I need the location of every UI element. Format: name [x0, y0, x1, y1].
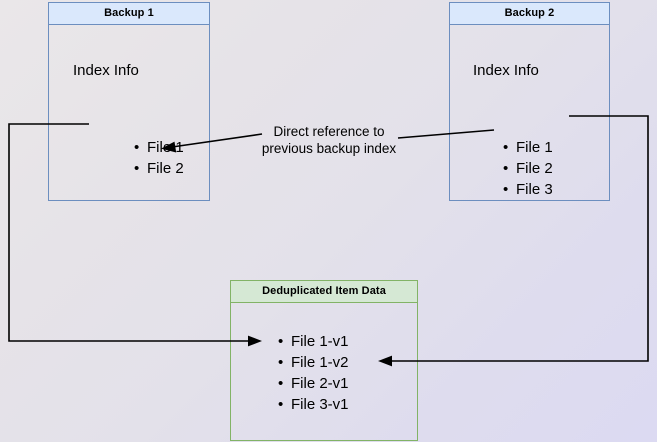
list-item: File 1 [134, 137, 184, 158]
caption-line-1: Direct reference to [273, 124, 385, 139]
list-item: File 3-v1 [278, 394, 348, 415]
backup2-body: Index Info File 1 File 2 File 3 [450, 25, 609, 200]
list-item: File 1 [503, 137, 553, 158]
backup1-file-list: File 1 File 2 [131, 137, 184, 179]
deduplicated-item-data-body: File 1-v1 File 1-v2 File 2-v1 File 3-v1 [231, 303, 417, 440]
backup2-index-info-label: Index Info [473, 62, 539, 79]
backup1-box[interactable]: Backup 1 Index Info File 1 File 2 [48, 2, 210, 201]
direct-reference-caption: Direct reference to previous backup inde… [248, 123, 410, 157]
list-item: File 2-v1 [278, 373, 348, 394]
backup1-header: Backup 1 [49, 3, 209, 25]
backup2-box[interactable]: Backup 2 Index Info File 1 File 2 File 3 [449, 2, 610, 201]
deduplicated-item-list: File 1-v1 File 1-v2 File 2-v1 File 3-v1 [275, 331, 348, 415]
list-item: File 2 [503, 158, 553, 179]
backup2-header: Backup 2 [450, 3, 609, 25]
backup1-body: Index Info File 1 File 2 [49, 25, 209, 200]
list-item: File 3 [503, 179, 553, 200]
deduplicated-item-data-header: Deduplicated Item Data [231, 281, 417, 303]
caption-line-2: previous backup index [261, 141, 397, 156]
backup2-file-list: File 1 File 2 File 3 [500, 137, 553, 200]
list-item: File 2 [134, 158, 184, 179]
list-item: File 1-v2 [278, 352, 348, 373]
deduplicated-item-data-box[interactable]: Deduplicated Item Data File 1-v1 File 1-… [230, 280, 418, 441]
list-item: File 1-v1 [278, 331, 348, 352]
backup1-index-info-label: Index Info [73, 62, 139, 79]
